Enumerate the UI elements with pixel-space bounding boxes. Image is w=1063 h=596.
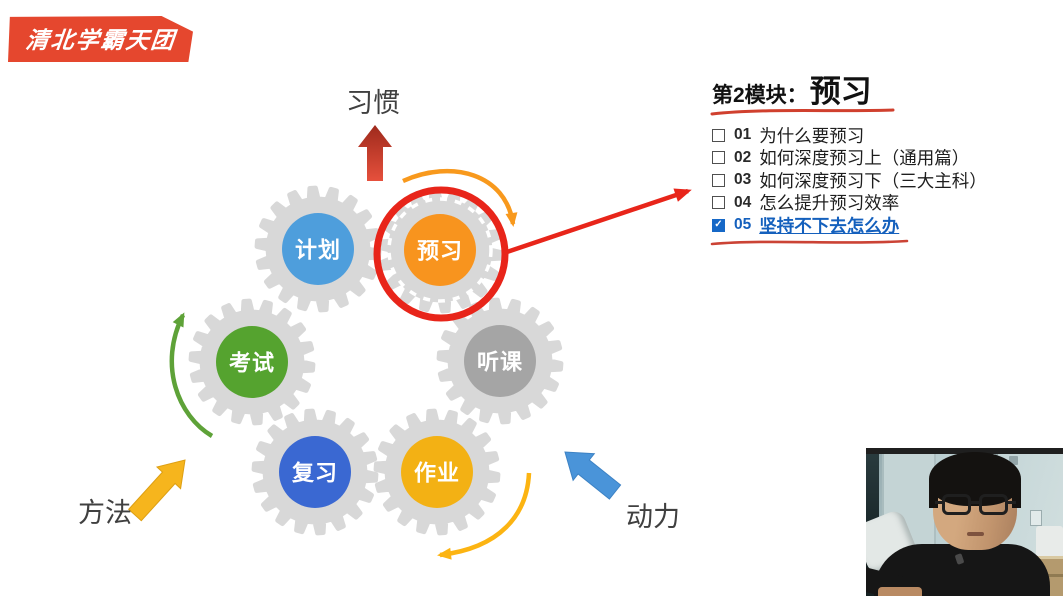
checklist-item: ✓ 05 坚持不下去怎么办 bbox=[712, 214, 987, 237]
cycle-arrow-top-icon bbox=[402, 168, 518, 227]
module-title-prefix: 第2模块： bbox=[712, 84, 808, 107]
checkbox-icon bbox=[712, 128, 725, 142]
title-underline bbox=[710, 108, 895, 116]
gear-kaoshi: 考试 bbox=[188, 298, 316, 426]
checklist-item: 01 为什么要预习 bbox=[712, 124, 987, 147]
webcam-person-hand bbox=[878, 587, 922, 596]
gear-fuxi: 复习 bbox=[251, 408, 379, 536]
item-text: 坚持不下去怎么办 bbox=[759, 215, 900, 236]
gear-label: 听课 bbox=[477, 350, 523, 375]
module-title-main: 预习 bbox=[809, 74, 872, 109]
method-arrow-icon bbox=[127, 459, 186, 522]
checked-item-underline bbox=[710, 239, 909, 246]
glasses-bridge bbox=[969, 501, 980, 504]
motivation-arrow-icon bbox=[564, 451, 622, 500]
cycle-arrow-left-icon bbox=[169, 312, 214, 438]
webcam-video bbox=[866, 448, 1063, 596]
checklist-item: 04 怎么提升预习效率 bbox=[712, 192, 987, 215]
cycle-arrow-bottom-icon bbox=[437, 472, 532, 560]
dashed-ring bbox=[387, 197, 493, 303]
item-text: 为什么要预习 bbox=[759, 125, 865, 146]
item-number: 01 bbox=[734, 126, 752, 144]
label-method: 方法 bbox=[78, 498, 132, 528]
gear-label: 预习 bbox=[417, 239, 463, 264]
webcam-person-sideburn-left bbox=[929, 484, 938, 508]
webcam-person-sideburn-right bbox=[1012, 484, 1021, 508]
webcam-person-mouth bbox=[967, 532, 984, 536]
checklist-item: 03 如何深度预习下（三大主科） bbox=[712, 169, 987, 192]
item-number: 02 bbox=[734, 148, 752, 166]
checkbox-icon bbox=[712, 196, 725, 210]
webcam-bed-groove bbox=[1036, 574, 1063, 577]
webcam-wall-vent bbox=[1009, 456, 1018, 465]
checklist: 01 为什么要预习 02 如何深度预习上（通用篇） 03 如何深度预习下（三大主科） 04 怎… bbox=[712, 124, 987, 237]
checkbox-checked-icon: ✓ bbox=[712, 218, 725, 232]
habit-arrow-icon bbox=[358, 125, 392, 181]
webcam-light-switch bbox=[1030, 510, 1042, 526]
highlight-circle bbox=[373, 186, 509, 322]
item-number: 04 bbox=[734, 193, 752, 211]
item-text: 怎么提升预习效率 bbox=[759, 193, 900, 214]
gear-label: 计划 bbox=[295, 238, 341, 263]
checkbox-icon bbox=[712, 173, 725, 187]
brand-logo: 清北学霸天团 bbox=[8, 16, 193, 62]
gear-tingke: 听课 bbox=[436, 297, 564, 425]
callout-arrow bbox=[503, 188, 692, 256]
gear-zuoye: 作业 bbox=[373, 408, 501, 536]
glasses-left-lens bbox=[942, 494, 971, 515]
item-number: 03 bbox=[734, 171, 752, 189]
gear-yuxi: 预习 bbox=[376, 186, 504, 314]
label-habit: 习惯 bbox=[346, 88, 400, 118]
checkbox-icon bbox=[712, 151, 725, 165]
item-number: 05 bbox=[734, 216, 752, 234]
glasses-temple-left bbox=[935, 501, 943, 504]
glasses-temple-right bbox=[1007, 501, 1016, 504]
gear-label: 复习 bbox=[291, 461, 338, 486]
gear-label: 作业 bbox=[414, 461, 460, 486]
gear-label: 考试 bbox=[229, 351, 275, 376]
label-motivation: 动力 bbox=[626, 502, 680, 532]
item-text: 如何深度预习上（通用篇） bbox=[759, 148, 970, 169]
glasses-right-lens bbox=[979, 494, 1008, 515]
webcam-bedding bbox=[1036, 526, 1063, 558]
item-text: 如何深度预习下（三大主科） bbox=[759, 170, 987, 191]
gear-jihua: 计划 bbox=[254, 185, 382, 313]
webcam-top-edge bbox=[866, 448, 1063, 454]
brand-logo-text: 清北学霸天团 bbox=[24, 27, 177, 53]
module-title: 第2模块： 预习 bbox=[712, 66, 872, 111]
checklist-item: 02 如何深度预习上（通用篇） bbox=[712, 147, 987, 170]
